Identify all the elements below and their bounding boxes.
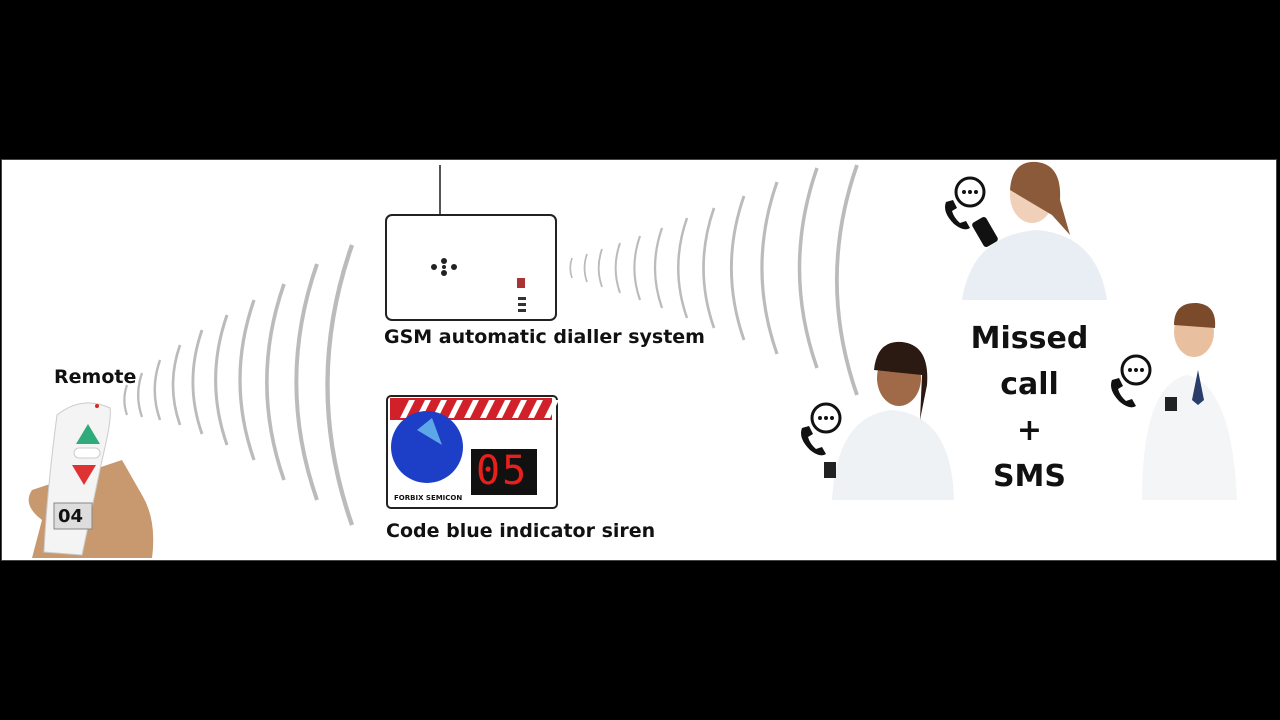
remote-label: Remote — [54, 366, 137, 388]
gsm-box — [385, 214, 557, 321]
wave-arc — [730, 195, 746, 341]
doctor-right — [1142, 302, 1237, 500]
wave-arc — [597, 248, 603, 288]
wave-arc — [123, 384, 129, 416]
gsm-label: GSM automatic dialler system — [384, 326, 705, 348]
cancel-button-icon[interactable] — [72, 465, 96, 485]
nurse-middle — [824, 341, 954, 500]
siren-brand: FORBIX SEMICON — [394, 494, 463, 502]
diagram-panel: Remote 04 GSM automatic dialler system 0… — [1, 159, 1277, 561]
siren-number: 05 — [476, 448, 529, 494]
phone-chat-icon — [945, 176, 986, 230]
wave-arc — [633, 235, 642, 301]
wave-arc — [653, 227, 664, 309]
recipients — [801, 161, 1237, 500]
siren-display — [471, 449, 537, 495]
missed-call-text: Missed call — [970, 321, 1089, 402]
wave-arc — [677, 217, 689, 319]
wave-arc — [136, 372, 144, 418]
wave-arc — [797, 167, 819, 369]
remote-display — [53, 502, 93, 530]
wave-arc — [265, 283, 286, 481]
sim-icon — [517, 278, 525, 288]
wave-arc — [760, 181, 779, 355]
wave-arc — [834, 164, 859, 396]
wave-arc — [238, 299, 256, 461]
phone-chat-icon — [801, 402, 842, 456]
signal-waves — [123, 164, 859, 526]
doctor-top — [962, 161, 1107, 300]
remote-number: 04 — [58, 506, 84, 527]
sms-text: SMS — [992, 459, 1067, 494]
remote-device — [28, 402, 154, 558]
notification-text: Missed call + SMS — [942, 316, 1117, 500]
siren-label: Code blue indicator siren — [386, 520, 656, 542]
wave-arc — [214, 314, 229, 446]
wave-arc — [702, 207, 716, 329]
wave-arc — [325, 244, 355, 526]
wave-arc — [153, 359, 162, 421]
wave-arc — [294, 263, 319, 501]
phone-chat-icon — [1111, 354, 1152, 408]
middle-button[interactable] — [73, 447, 101, 459]
wave-arc — [171, 344, 182, 426]
siren-light — [391, 411, 463, 483]
gsm-device — [385, 165, 557, 321]
plus-text: + — [1016, 413, 1043, 448]
call-button-icon[interactable] — [76, 424, 100, 444]
wave-arc — [583, 253, 588, 283]
keypad-icon — [431, 258, 457, 276]
wave-arc — [569, 257, 573, 279]
siren-device — [386, 395, 559, 509]
wave-arc — [191, 329, 204, 435]
wave-arc — [614, 242, 621, 294]
remote-led — [95, 404, 99, 408]
